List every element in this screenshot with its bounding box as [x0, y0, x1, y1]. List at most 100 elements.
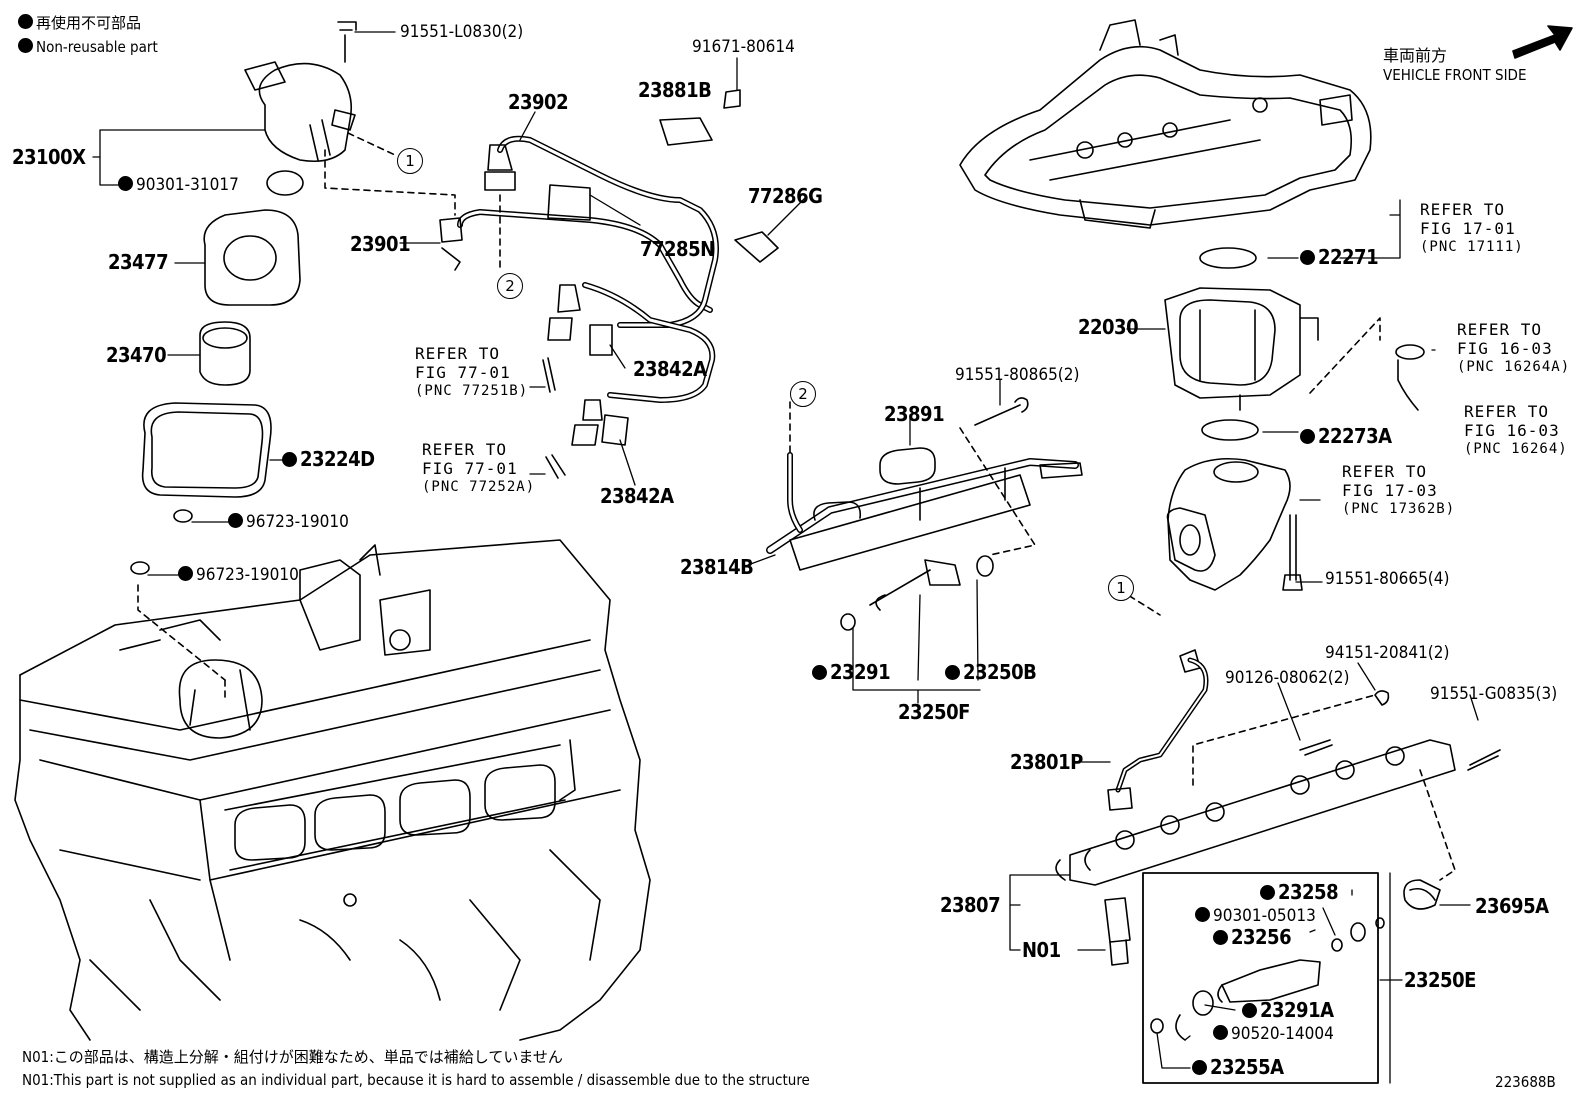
engine-dashed-leaders — [137, 584, 226, 701]
note-jp: N01:この部品は、構造上分解・組付けが困難なため、単品では補給していません — [22, 1048, 563, 1066]
non-reusable-icon — [1260, 885, 1275, 900]
part-label[interactable]: 23224D — [282, 447, 375, 471]
part-label[interactable]: 91551-G0835(3) — [1430, 684, 1558, 704]
part-label[interactable]: 22271 — [1300, 245, 1379, 269]
non-reusable-icon — [282, 452, 297, 467]
ref-line: FIG 77-01 — [422, 459, 518, 478]
part-label[interactable]: 22273A — [1300, 424, 1392, 448]
part-label[interactable]: 23291 — [812, 660, 891, 684]
part-label[interactable]: 90126-08062(2) — [1225, 668, 1350, 688]
part-label[interactable]: 77286G — [748, 184, 823, 208]
non-reusable-icon — [228, 513, 243, 528]
part-label[interactable]: 96723-19010 — [178, 565, 299, 585]
non-reusable-icon — [1300, 250, 1315, 265]
fuel-pump-illustration — [130, 21, 357, 575]
legend-jp: 再使用不可部品 — [18, 12, 141, 33]
part-label[interactable]: 23470 — [106, 343, 167, 367]
pipe-left-dashed-leaders — [789, 401, 1036, 556]
ref-line: (PNC 16264) — [1464, 441, 1568, 457]
direction-en: VEHICLE FRONT SIDE — [1383, 66, 1527, 84]
throttle-body-illustration — [1164, 287, 1319, 441]
refer-to-16264[interactable]: REFER TO FIG 16-03 (PNC 16264) — [1464, 402, 1568, 459]
part-label[interactable]: 91551-L0830(2) — [400, 22, 524, 42]
part-label[interactable]: 23250F — [898, 700, 970, 724]
ref-line: FIG 16-03 — [1464, 421, 1560, 440]
refer-to-77252A[interactable]: REFER TO FIG 77-01 (PNC 77252A) — [422, 440, 535, 497]
part-label[interactable]: 23842A — [633, 357, 707, 381]
part-label[interactable]: 23250B — [945, 660, 1037, 684]
bullet-icon — [18, 14, 33, 29]
injector-kit-box — [1142, 872, 1385, 1084]
part-label[interactable]: 77285N — [640, 237, 715, 261]
fuel-hose-illustration — [439, 89, 779, 479]
ref-line: FIG 17-01 — [1420, 219, 1516, 238]
part-label[interactable]: 23814B — [680, 555, 754, 579]
part-label[interactable]: 23250E — [1404, 968, 1476, 992]
delivery-pipe-illustration — [766, 397, 1083, 631]
bullet-icon — [18, 38, 33, 53]
ref-line: REFER TO — [1457, 320, 1543, 339]
ref-line: (PNC 17362B) — [1342, 501, 1456, 517]
ref-line: FIG 16-03 — [1457, 339, 1553, 358]
part-label[interactable]: 90301-05013 — [1195, 906, 1316, 926]
part-label[interactable]: 96723-19010 — [228, 512, 349, 532]
legend-en: Non-reusable part — [18, 38, 158, 56]
part-label[interactable]: 22030 — [1078, 315, 1139, 339]
callout-1: 1 — [1108, 575, 1134, 601]
ref-line: REFER TO — [415, 344, 501, 363]
non-reusable-icon — [1192, 1060, 1207, 1075]
refer-to-77251B[interactable]: REFER TO FIG 77-01 (PNC 77251B) — [415, 344, 528, 401]
callout-1: 1 — [397, 148, 423, 174]
part-label[interactable]: 23256 — [1213, 925, 1292, 949]
figure-id: 223688B — [1495, 1073, 1556, 1091]
part-label[interactable]: 91551-80665(4) — [1325, 569, 1450, 589]
non-reusable-icon — [1300, 429, 1315, 444]
part-label[interactable]: 23695A — [1475, 894, 1549, 918]
ref-line: (PNC 17111) — [1420, 239, 1524, 255]
part-label[interactable]: 91551-80865(2) — [955, 365, 1080, 385]
non-reusable-icon — [1213, 1025, 1228, 1040]
non-reusable-icon — [118, 176, 133, 191]
part-label[interactable]: 23291A — [1242, 998, 1334, 1022]
part-label[interactable]: 23807 — [940, 893, 1001, 917]
refer-to-17111[interactable]: REFER TO FIG 17-01 (PNC 17111) — [1420, 200, 1524, 257]
part-label[interactable]: 23255A — [1192, 1055, 1284, 1079]
non-reusable-icon — [178, 566, 193, 581]
part-label[interactable]: 91671-80614 — [692, 37, 795, 57]
callout-2: 2 — [497, 273, 523, 299]
leader-lines — [92, 31, 1479, 1084]
part-label[interactable]: 23100X — [12, 145, 86, 169]
part-label[interactable]: 23258 — [1260, 880, 1339, 904]
part-label[interactable]: 23901 — [350, 232, 411, 256]
ref-line: REFER TO — [422, 440, 508, 459]
ref-line: (PNC 16264A) — [1457, 359, 1571, 375]
note-en: N01:This part is not supplied as an indi… — [22, 1071, 810, 1089]
part-label[interactable]: 23902 — [508, 90, 569, 114]
right-delivery-pipe-illustration — [1055, 649, 1501, 966]
non-reusable-icon — [945, 665, 960, 680]
vehicle-front-arrow-icon — [1512, 25, 1573, 59]
refer-to-16264A[interactable]: REFER TO FIG 16-03 (PNC 16264A) — [1457, 320, 1570, 377]
ref-line: REFER TO — [1420, 200, 1506, 219]
callout-2: 2 — [790, 381, 816, 407]
part-label[interactable]: 23881B — [638, 78, 712, 102]
intake-dashed-leaders — [1309, 317, 1381, 394]
part-label[interactable]: N01 — [1022, 938, 1061, 962]
right-dashed-leaders — [1119, 589, 1456, 881]
part-label[interactable]: 90301-31017 — [118, 175, 239, 195]
part-label[interactable]: 23842A — [600, 484, 674, 508]
part-label[interactable]: 23801P — [1010, 750, 1083, 774]
part-label[interactable]: 94151-20841(2) — [1325, 643, 1450, 663]
ref-line: REFER TO — [1342, 462, 1428, 481]
non-reusable-icon — [812, 665, 827, 680]
part-label[interactable]: 90520-14004 — [1213, 1024, 1334, 1044]
part-label[interactable]: 23477 — [108, 250, 169, 274]
part-label[interactable]: 23891 — [884, 402, 945, 426]
intake-manifold-illustration — [959, 19, 1372, 269]
direction-jp: 車両前方 — [1383, 46, 1448, 65]
ref-line: (PNC 77252A) — [422, 479, 536, 495]
refer-to-17362B[interactable]: REFER TO FIG 17-03 (PNC 17362B) — [1342, 462, 1455, 519]
engine-block-illustration — [14, 539, 651, 1041]
